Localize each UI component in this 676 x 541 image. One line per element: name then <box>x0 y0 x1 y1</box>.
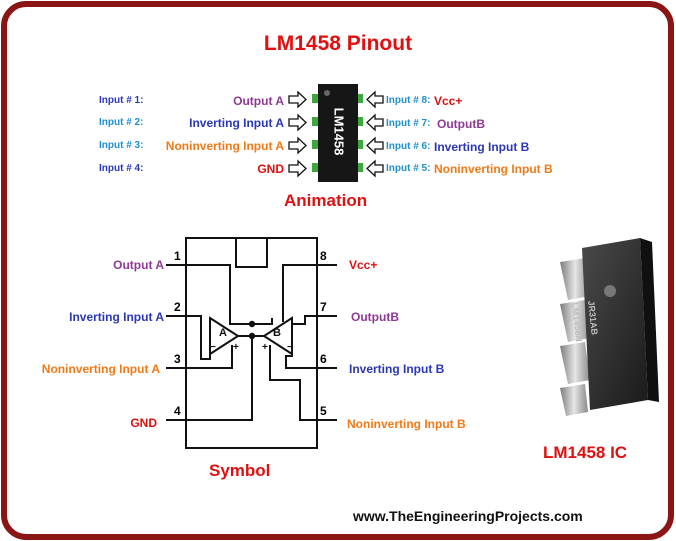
chip-pin-4 <box>312 163 322 172</box>
anim-right-name-7: OutputB <box>437 117 485 131</box>
opamp-b-minus: − <box>287 342 293 353</box>
arrow-left-2 <box>288 113 307 132</box>
chip-label-box: LM1458 <box>323 96 355 176</box>
anim-left-name-4: GND <box>257 162 284 176</box>
chip-pin-1 <box>312 94 322 103</box>
anim-left-num-1: Input # 1: <box>99 95 144 106</box>
symbol-left-name-4: GND <box>130 416 157 430</box>
anim-left-name-2: Inverting Input A <box>189 116 284 130</box>
anim-right-num-5: Input # 5: <box>386 163 431 174</box>
chip-pin-2 <box>312 117 322 126</box>
symbol-pin-num-5: 5 <box>320 404 327 418</box>
symbol-pin-num-8: 8 <box>320 249 327 263</box>
right-arrows <box>366 90 384 178</box>
wire-inv-a <box>186 315 211 360</box>
symbol-left-name-1: Output A <box>113 258 164 272</box>
animation-heading: Animation <box>284 191 368 210</box>
anim-left-num-2: Input # 2: <box>99 117 144 128</box>
anim-right-name-5: Noninverting Input B <box>434 162 553 176</box>
opamp-a-minus: − <box>210 342 216 353</box>
symbol-pin-num-4: 4 <box>174 404 181 418</box>
arrow-right-7 <box>366 113 384 132</box>
symbol-right-name-8: Vcc+ <box>349 258 378 272</box>
anim-left-num-3: Input # 3: <box>99 140 144 151</box>
anim-left-name-1: Output A <box>233 94 284 108</box>
symbol-pin-num-6: 6 <box>320 352 327 366</box>
junction-2 <box>248 332 256 340</box>
symbol-pin-num-3: 3 <box>174 352 181 366</box>
left-arrows <box>288 90 307 178</box>
opamp-b-label: B <box>273 327 281 339</box>
anim-left-num-4: Input # 4: <box>99 163 144 174</box>
arrow-right-8 <box>366 90 384 109</box>
arrow-left-3 <box>288 136 307 155</box>
opamp-b <box>262 316 293 356</box>
anim-left-name-3: Noninverting Input A <box>165 139 284 153</box>
photo-chip-side <box>640 238 659 402</box>
symbol-left-name-3: Noninverting Input A <box>41 362 160 376</box>
photo-chip-body <box>582 238 648 410</box>
junction-dots <box>248 320 256 340</box>
symbol-heading: Symbol <box>209 461 271 480</box>
chip-pin-3 <box>312 140 322 149</box>
arrow-left-1 <box>288 90 307 109</box>
symbol-left-name-2: Inverting Input A <box>69 310 164 324</box>
wire-inv-b <box>285 350 317 369</box>
opamp-a <box>209 316 240 356</box>
chip-label: LM1458 <box>331 107 347 156</box>
symbol-pin-num-1: 1 <box>174 249 181 263</box>
symbol-pin-num-2: 2 <box>174 300 181 314</box>
opamp-a-label: A <box>219 327 227 339</box>
symbol-schematic <box>166 237 337 449</box>
page-title: LM1458 Pinout <box>263 32 413 55</box>
arrow-right-5 <box>366 159 384 178</box>
wire-output-b <box>292 315 317 325</box>
opamp-b-plus: + <box>262 342 268 353</box>
anim-right-num-8: Input # 8: <box>386 95 431 106</box>
ic-caption: LM1458 IC <box>543 443 628 462</box>
anim-right-name-6: Inverting Input B <box>434 140 530 154</box>
photo-leg-3 <box>560 342 590 384</box>
wire-vcc <box>282 264 317 322</box>
arrow-left-4 <box>288 159 307 178</box>
chip-notch <box>324 90 330 96</box>
photo-chip-notch <box>604 285 616 297</box>
arrow-right-6 <box>366 136 384 155</box>
photo-leg-4 <box>560 384 588 416</box>
wire-out-a <box>250 318 273 325</box>
wire-gnd <box>186 336 253 421</box>
junction-1 <box>248 320 256 328</box>
animation-chip <box>312 84 363 182</box>
wire-output-a <box>186 264 250 325</box>
photo-leg-1 <box>560 258 590 300</box>
opamp-a-plus: + <box>233 342 239 353</box>
symbol-body <box>185 237 318 449</box>
photo-leg-2 <box>560 300 590 342</box>
anim-right-num-6: Input # 6: <box>386 141 431 152</box>
symbol-right-name-5: Noninverting Input B <box>347 417 466 431</box>
symbol-pin-num-7: 7 <box>320 300 327 314</box>
wire-noninv-b <box>269 345 317 421</box>
symbol-right-name-7: OutputB <box>351 310 399 324</box>
symbol-notch <box>235 238 268 268</box>
symbol-right-name-6: Inverting Input B <box>349 362 445 376</box>
anim-right-name-8: Vcc+ <box>434 94 463 108</box>
wire-noninv-a <box>186 345 233 369</box>
website-url: www.TheEngineeringProjects.com <box>353 508 583 524</box>
anim-right-num-7: Input # 7: <box>386 118 431 129</box>
ic-photo <box>560 238 659 416</box>
chip-body <box>318 84 358 182</box>
